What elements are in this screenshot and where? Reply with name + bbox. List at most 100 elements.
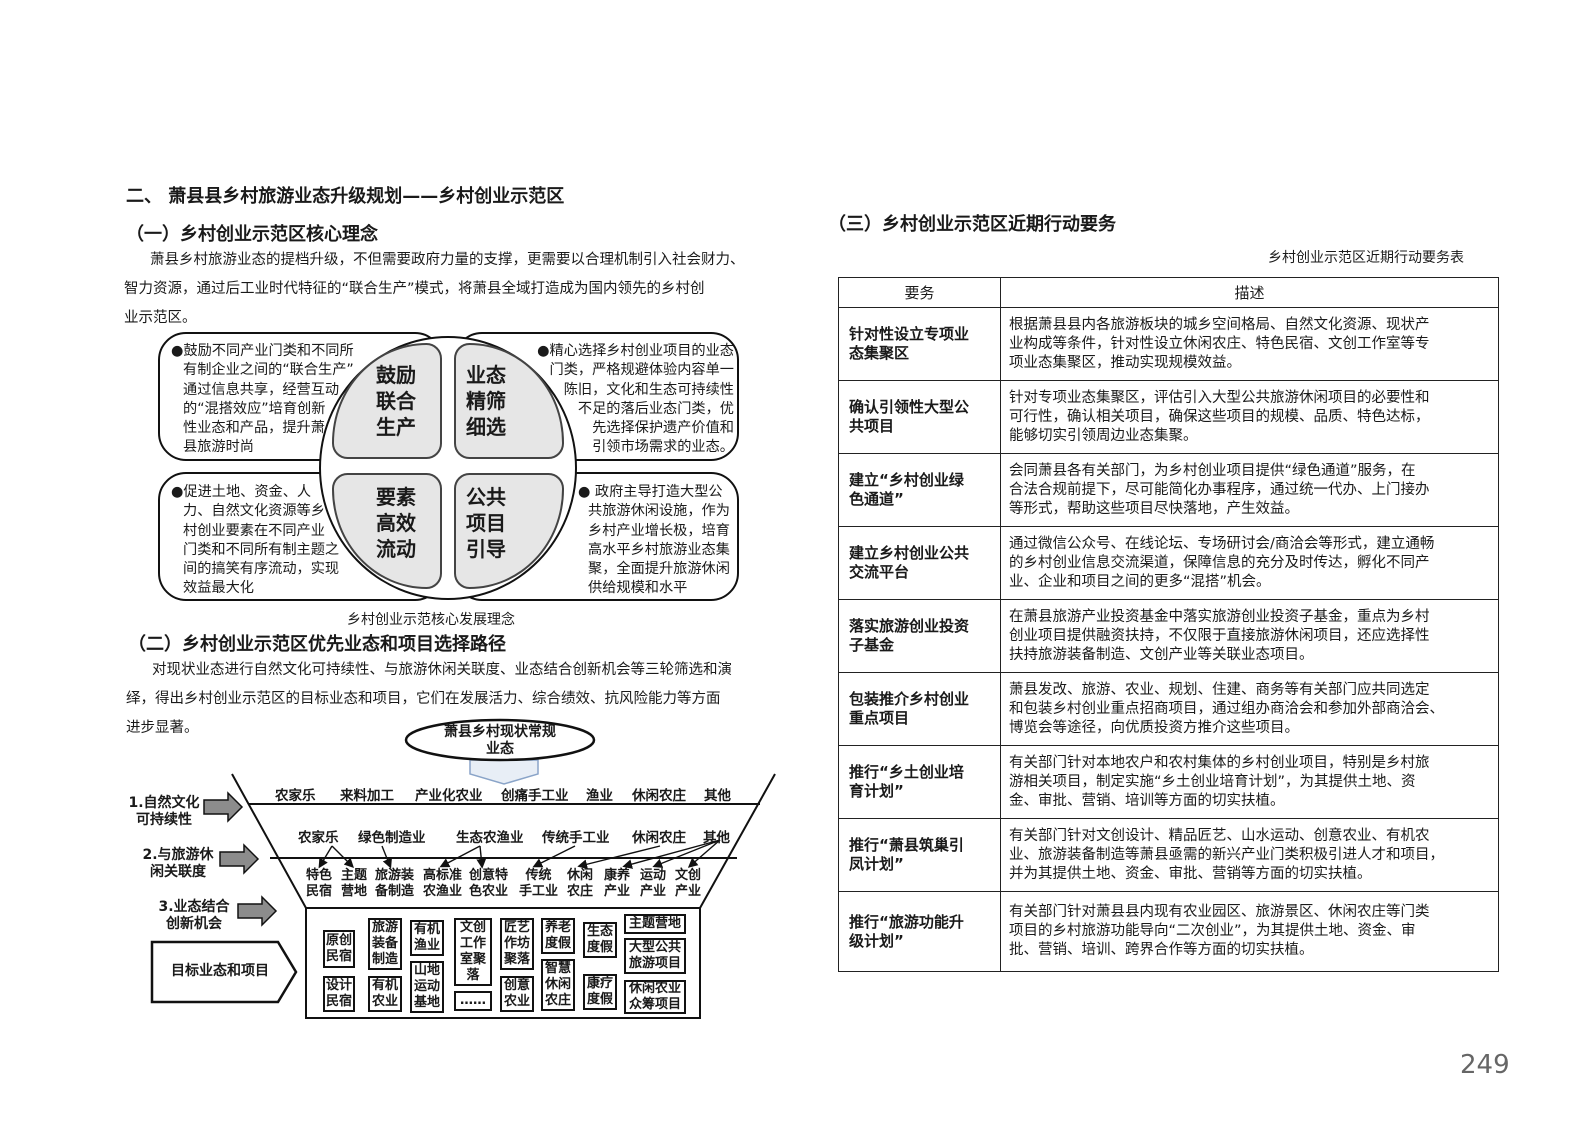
subsection-title-1: （一）乡村创业示范区核心理念 xyxy=(126,224,378,245)
task-cell: 建立“乡村创业绿色通道” xyxy=(838,453,1001,527)
row1-item: 农家乐 xyxy=(275,788,316,804)
table-row: 推行“乡土创业培育计划” 有关部门针对本地农户和农村集体的乡村创业项目，特别是乡… xyxy=(838,745,1499,819)
concept-text-bottom-left: ●促进土地、资金、人 力、自然文化资源等乡 村创业要素在不同产业 门类和不同所有… xyxy=(171,484,340,597)
desc-cell: 针对专项业态集聚区，评估引入大型公共旅游休闲项目的必要性和可行性，确认相关项目，… xyxy=(1000,380,1499,454)
intro-paragraph: 萧县乡村旅游业态的提档升级，不但需要政府力量的支撑，更需要以合理机制引入社会财力… xyxy=(124,246,804,333)
task-cell: 确认引领性大型公共项目 xyxy=(838,380,1001,454)
row2-item: 其他 xyxy=(703,830,730,846)
task-cell: 推行“乡土创业培育计划” xyxy=(838,745,1001,819)
stage-1-label: 1.自然文化可持续性 xyxy=(128,795,200,828)
row2-item: 传统手工业 xyxy=(542,830,610,846)
row2-item: 休闲农庄 xyxy=(632,830,686,846)
subsection-title-3: （三）乡村创业示范区近期行动要务 xyxy=(828,214,1116,235)
quadrant-label-encourage: 鼓励联合生产 xyxy=(376,363,416,439)
target-box: 有机农业 xyxy=(368,976,402,1012)
target-box: 设计民宿 xyxy=(323,976,355,1012)
stage-2-label: 2.与旅游休闲关联度 xyxy=(142,847,214,880)
target-box: 文创工作室聚落 xyxy=(454,918,492,986)
table-header-row: 要务 描述 xyxy=(838,277,1499,308)
subsection-title-2: （二）乡村创业示范区优先业态和项目选择路径 xyxy=(128,634,506,655)
row3-item: 运动产业 xyxy=(640,868,667,899)
funnel-lines xyxy=(150,718,776,1019)
target-label: 目标业态和项目 xyxy=(171,963,269,979)
para-line: 绎，得出乡村创业示范区的目标业态和项目，它们在发展活力、综合绩效、抗风险能力等方… xyxy=(126,691,721,707)
action-table: 要务 描述 针对性设立专项业态集聚区 根据萧县县内各旅游板块的城乡空间格局、自然… xyxy=(838,277,1499,972)
para-line: 进步显著。 xyxy=(126,720,199,736)
selection-paragraph: 对现状业态进行自然文化可持续性、与旅游休闲关联度、业态结合创新机会等三轮筛选和演… xyxy=(126,656,806,743)
target-box: 主题营地 xyxy=(624,914,686,934)
quadrant-label-select: 业态精筛细选 xyxy=(466,363,506,439)
row1-item: 其他 xyxy=(704,788,731,804)
table-row: 针对性设立专项业态集聚区 根据萧县县内各旅游板块的城乡空间格局、自然文化资源、现… xyxy=(838,307,1499,381)
concept-text-top-right: ●精心选择乡村创业项目的业态 门类，严格规避体验内容单一 陈旧，文化和生态可持续… xyxy=(537,343,734,456)
target-box: 有机渔业 xyxy=(410,920,444,956)
para-line: 对现状业态进行自然文化可持续性、与旅游休闲关联度、业态结合创新机会等三轮筛选和演 xyxy=(152,662,732,678)
row2-item: 农家乐 xyxy=(298,830,339,846)
desc-cell: 在萧县旅游产业投资基金中落实旅游创业投资子基金，重点为乡村创业项目提供融资扶持，… xyxy=(1000,599,1499,673)
target-box: 养老度假 xyxy=(541,918,575,954)
desc-cell: 会同萧县各有关部门，为乡村创业项目提供“绿色通道”服务，在合法合规前提下，尽可能… xyxy=(1000,453,1499,527)
concept-text-bottom-right: ● 政府主导打造大型公 共旅游休闲设施，作为 乡村产业增长极，培育 高水平乡村旅… xyxy=(578,484,730,597)
desc-cell: 有关部门针对文创设计、精品匠艺、山水运动、创意农业、有机农业、旅游装备制造等萧县… xyxy=(1000,818,1499,892)
table-row: 包装推介乡村创业重点项目 萧县发改、旅游、农业、规划、住建、商务等有关部门应共同… xyxy=(838,672,1499,746)
row2-item: 绿色制造业 xyxy=(358,830,426,846)
target-box: …… xyxy=(454,991,492,1011)
task-cell: 推行“萧县筑巢引凤计划” xyxy=(838,818,1001,892)
target-box: 创意农业 xyxy=(500,976,534,1012)
desc-cell: 通过微信公众号、在线论坛、专场研讨会/商洽会等形式，建立通畅的乡村创业信息交流渠… xyxy=(1000,526,1499,600)
quadrant-label-public: 公共项目引导 xyxy=(466,485,506,561)
row3-item: 康养产业 xyxy=(604,868,631,899)
target-box: 生态度假 xyxy=(583,922,617,958)
row1-item: 渔业 xyxy=(586,788,613,804)
row3-item: 文创产业 xyxy=(675,868,702,899)
current-status-label: 萧县乡村现状常规业态 xyxy=(444,724,556,757)
table-row: 建立乡村创业公共交流平台 通过微信公众号、在线论坛、专场研讨会/商洽会等形式，建… xyxy=(838,526,1499,600)
quadrant-label-flow: 要素高效流动 xyxy=(376,485,416,561)
para-line: 智力资源，通过后工业时代特征的“联合生产”模式，将萧县全域打造成为国内领先的乡村… xyxy=(124,281,705,297)
row3-item: 创意特色农业 xyxy=(469,868,509,899)
row3-item: 高标准农渔业 xyxy=(423,868,463,899)
task-cell: 落实旅游创业投资子基金 xyxy=(838,599,1001,673)
row3-item: 旅游装备制造 xyxy=(375,868,415,899)
row1-item: 产业化农业 xyxy=(415,788,483,804)
para-line: 萧县乡村旅游业态的提档升级，不但需要政府力量的支撑，更需要以合理机制引入社会财力… xyxy=(150,252,745,268)
table-row: 确认引领性大型公共项目 针对专项业态集聚区，评估引入大型公共旅游休闲项目的必要性… xyxy=(838,380,1499,454)
task-cell: 包装推介乡村创业重点项目 xyxy=(838,672,1001,746)
page-number: 249 xyxy=(1460,1050,1510,1080)
desc-cell: 根据萧县县内各旅游板块的城乡空间格局、自然文化资源、现状产业构成等条件，针对性设… xyxy=(1000,307,1499,381)
row3-item: 休闲农庄 xyxy=(567,868,594,899)
desc-cell: 有关部门针对本地农户和农村集体的乡村创业项目，特别是乡村旅游相关项目，制定实施“… xyxy=(1000,745,1499,819)
row1-item: 休闲农庄 xyxy=(632,788,686,804)
table-caption: 乡村创业示范区近期行动要务表 xyxy=(1268,250,1464,266)
row3-item: 传统手工业 xyxy=(519,868,559,899)
table-row: 推行“萧县筑巢引凤计划” 有关部门针对文创设计、精品匠艺、山水运动、创意农业、有… xyxy=(838,818,1499,892)
concept-text-top-left: ●鼓励不同产业门类和不同所 有制企业之间的“联合生产” 通过信息共享，经营互动 … xyxy=(171,343,354,456)
concept-caption: 乡村创业示范核心发展理念 xyxy=(347,612,515,628)
target-box: 康疗度假 xyxy=(583,974,617,1010)
funnel-diagram: 萧县乡村现状常规业态 农家乐 来料加工 产业化农业 创痛手工业 渔业 休闲农庄 … xyxy=(120,718,790,1028)
task-cell: 针对性设立专项业态集聚区 xyxy=(838,307,1001,381)
desc-cell: 萧县发改、旅游、农业、规划、住建、商务等有关部门应共同选定和包装乡村创业重点招商… xyxy=(1000,672,1499,746)
table-header: 要务 xyxy=(838,277,1001,308)
table-row: 推行“旅游功能升级计划” 有关部门针对萧县县内现有农业园区、旅游景区、休闲农庄等… xyxy=(838,891,1499,972)
row1-item: 来料加工 xyxy=(340,788,394,804)
table-header: 描述 xyxy=(1000,277,1499,308)
row3-item: 主题营地 xyxy=(341,868,368,899)
target-box: 休闲农业众筹项目 xyxy=(624,980,686,1014)
para-line: 业示范区。 xyxy=(124,310,197,326)
stage-3-label: 3.业态结合创新机会 xyxy=(158,899,230,932)
target-box: 山地运动基地 xyxy=(410,961,444,1013)
target-box: 旅游装备制造 xyxy=(368,918,402,970)
row2-item: 生态农渔业 xyxy=(456,830,524,846)
target-box: 大型公共旅游项目 xyxy=(624,938,686,974)
row1-item: 创痛手工业 xyxy=(501,788,569,804)
target-box: 匠艺作坊聚落 xyxy=(500,918,534,970)
row3-item: 特色民宿 xyxy=(306,868,333,899)
table-row: 落实旅游创业投资子基金 在萧县旅游产业投资基金中落实旅游创业投资子基金，重点为乡… xyxy=(838,599,1499,673)
concept-diagram: 鼓励联合生产 业态精筛细选 要素高效流动 公共项目引导 ●鼓励不同产业门类和不同… xyxy=(156,330,746,605)
desc-cell: 有关部门针对萧县县内现有农业园区、旅游景区、休闲农庄等门类项目的乡村旅游功能导向… xyxy=(1000,891,1499,972)
task-cell: 建立乡村创业公共交流平台 xyxy=(838,526,1001,600)
target-box: 原创民宿 xyxy=(323,930,355,968)
task-cell: 推行“旅游功能升级计划” xyxy=(838,891,1001,972)
target-box: 智慧休闲农庄 xyxy=(541,959,575,1011)
